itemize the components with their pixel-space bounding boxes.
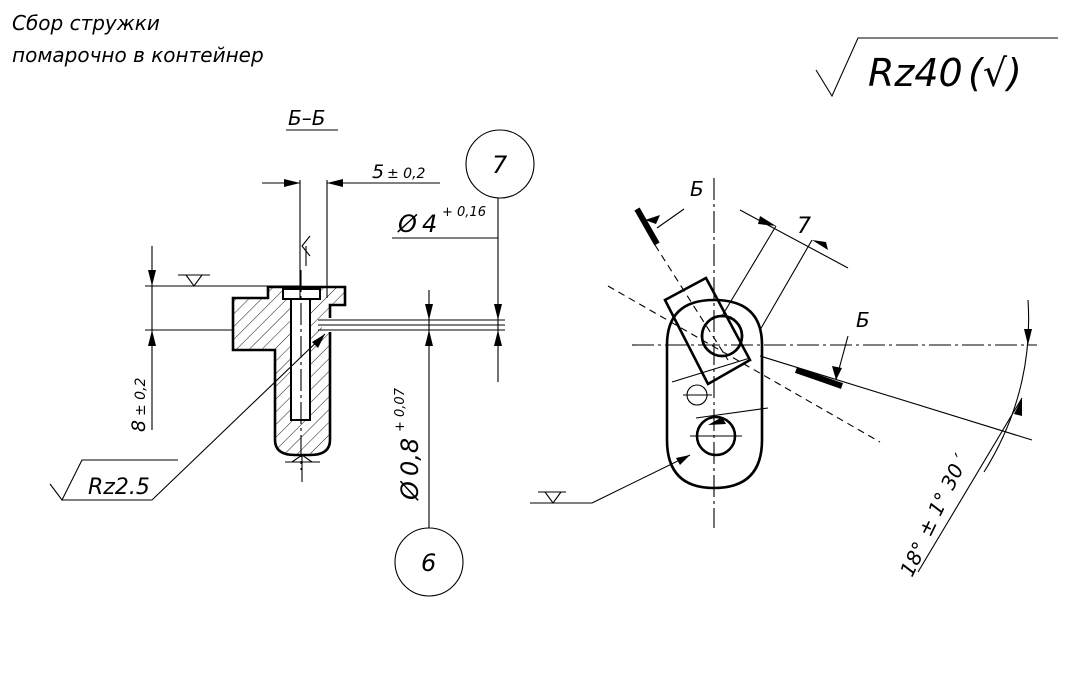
section-roughness: Rz2.5 <box>88 475 150 500</box>
balloon-bottom: 6 <box>394 527 464 597</box>
note-line-2: помарочно в контейнер <box>12 43 264 67</box>
hole-dia-tol: + 0,16 <box>442 205 486 220</box>
balloon-top-label: 7 <box>492 151 508 179</box>
main-view: Б Б 7 18° ± 1° 30 ′ <box>530 177 1037 580</box>
dim-width-value: 5 <box>372 161 384 183</box>
general-roughness-value: Rz40 <box>868 51 963 95</box>
dim-7: 7 <box>797 214 811 239</box>
general-roughness-bracket: (√) <box>968 51 1022 95</box>
section-label: Б–Б <box>288 106 325 130</box>
cut-label-2: Б <box>856 308 870 332</box>
small-hole-diameter-callout: Ø 0,8 + 0,07 <box>393 290 433 528</box>
hole-dia-prefix: Ø <box>397 210 418 238</box>
dim-height-value: 8 <box>128 420 150 432</box>
dim-height-tol: ± 0,2 <box>133 377 149 416</box>
small-hole-dia-tol: + 0,07 <box>393 387 408 432</box>
small-hole-dia-prefix: Ø <box>396 480 424 501</box>
balloon-bottom-label: 6 <box>421 549 436 577</box>
hole-dia-value: 4 <box>422 210 437 238</box>
note-line-1: Сбор стружки <box>12 11 160 35</box>
angle-value: 18° <box>895 538 932 580</box>
small-hole-dia-value: 0,8 <box>396 438 424 476</box>
balloon-top: 7 <box>465 129 535 199</box>
section-view: 5 ± 0,2 8 ± 0,2 Rz2.5 <box>49 161 505 502</box>
dim-width-tol: ± 0,2 <box>387 166 426 182</box>
cut-label-1: Б <box>690 177 704 201</box>
hole-diameter-callout: Ø 4 + 0,16 <box>392 198 502 382</box>
general-roughness-symbol: Rz40 (√) <box>815 37 1058 98</box>
